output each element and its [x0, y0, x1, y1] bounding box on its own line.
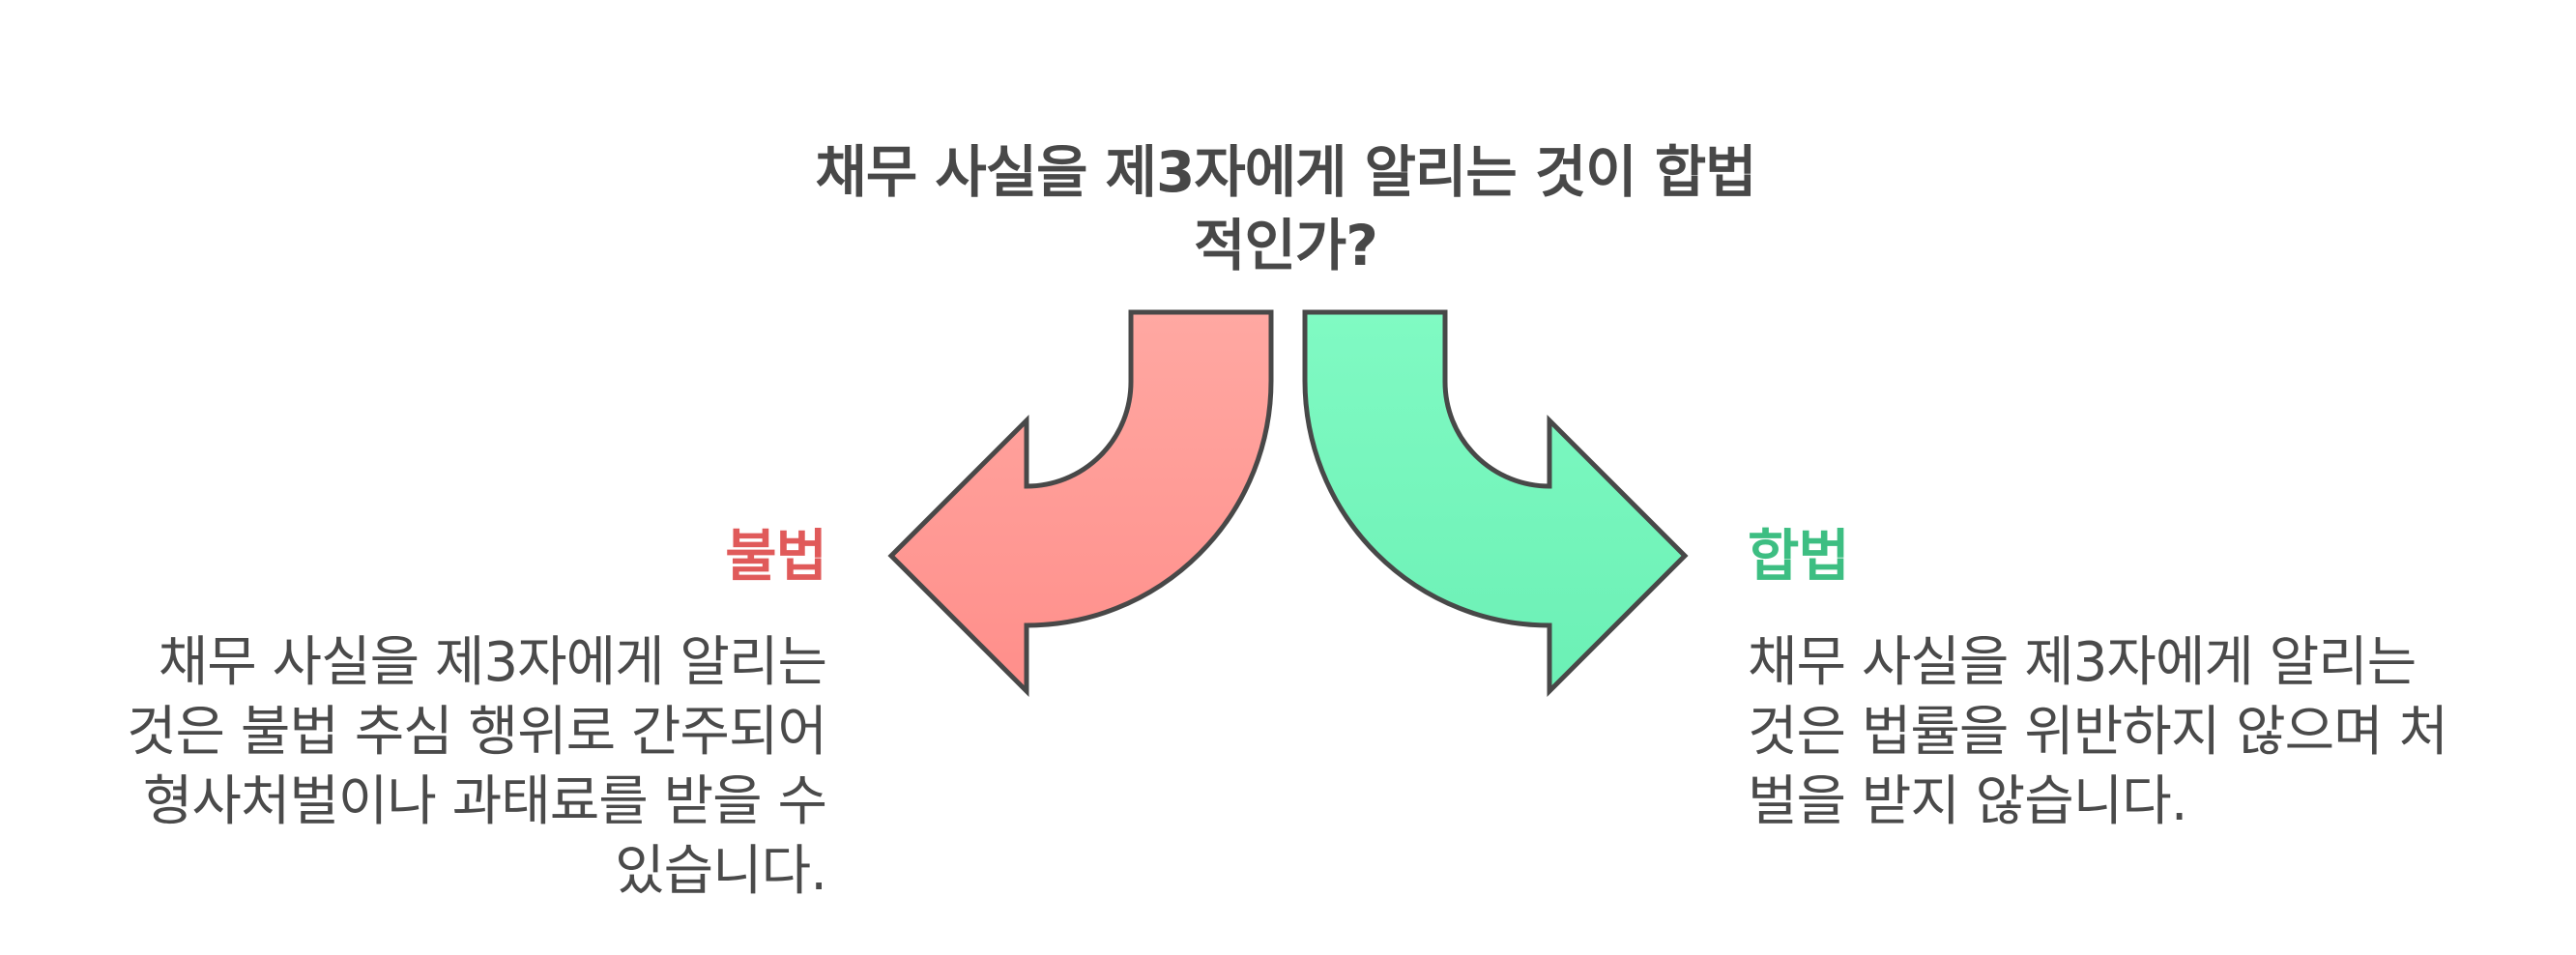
legal-description: 채무 사실을 제3자에게 알리는 것은 법률을 위반하지 않으며 처 벌을 받지…	[1748, 628, 2521, 837]
illegal-description: 채무 사실을 제3자에게 알리는 것은 불법 추심 행위로 간주되어 형사처벌이…	[53, 628, 827, 907]
illegal-line-3: 형사처벌이나 과태료를 받을 수	[142, 770, 827, 833]
illegal-line-2: 것은 불법 추심 행위로 간주되어	[127, 701, 827, 764]
question-line-2: 적인가?	[1194, 213, 1378, 278]
question-line-1: 채무 사실을 제3자에게 알리는 것이 합법	[815, 139, 1756, 205]
right-arrow-icon	[1302, 309, 1689, 698]
illegal-heading: 불법	[725, 523, 827, 589]
question-title: 채무 사실을 제3자에게 알리는 것이 합법 적인가?	[754, 135, 1817, 282]
legal-heading: 합법	[1748, 523, 1850, 589]
legal-line-2: 것은 법률을 위반하지 않으며 처	[1748, 701, 2448, 764]
legal-line-1: 채무 사실을 제3자에게 알리는	[1748, 631, 2417, 694]
illegal-line-1: 채무 사실을 제3자에게 알리는	[158, 631, 827, 694]
left-arrow-icon	[887, 309, 1274, 698]
illegal-line-4: 있습니다.	[615, 840, 827, 903]
legal-line-3: 벌을 받지 않습니다.	[1748, 770, 2188, 833]
